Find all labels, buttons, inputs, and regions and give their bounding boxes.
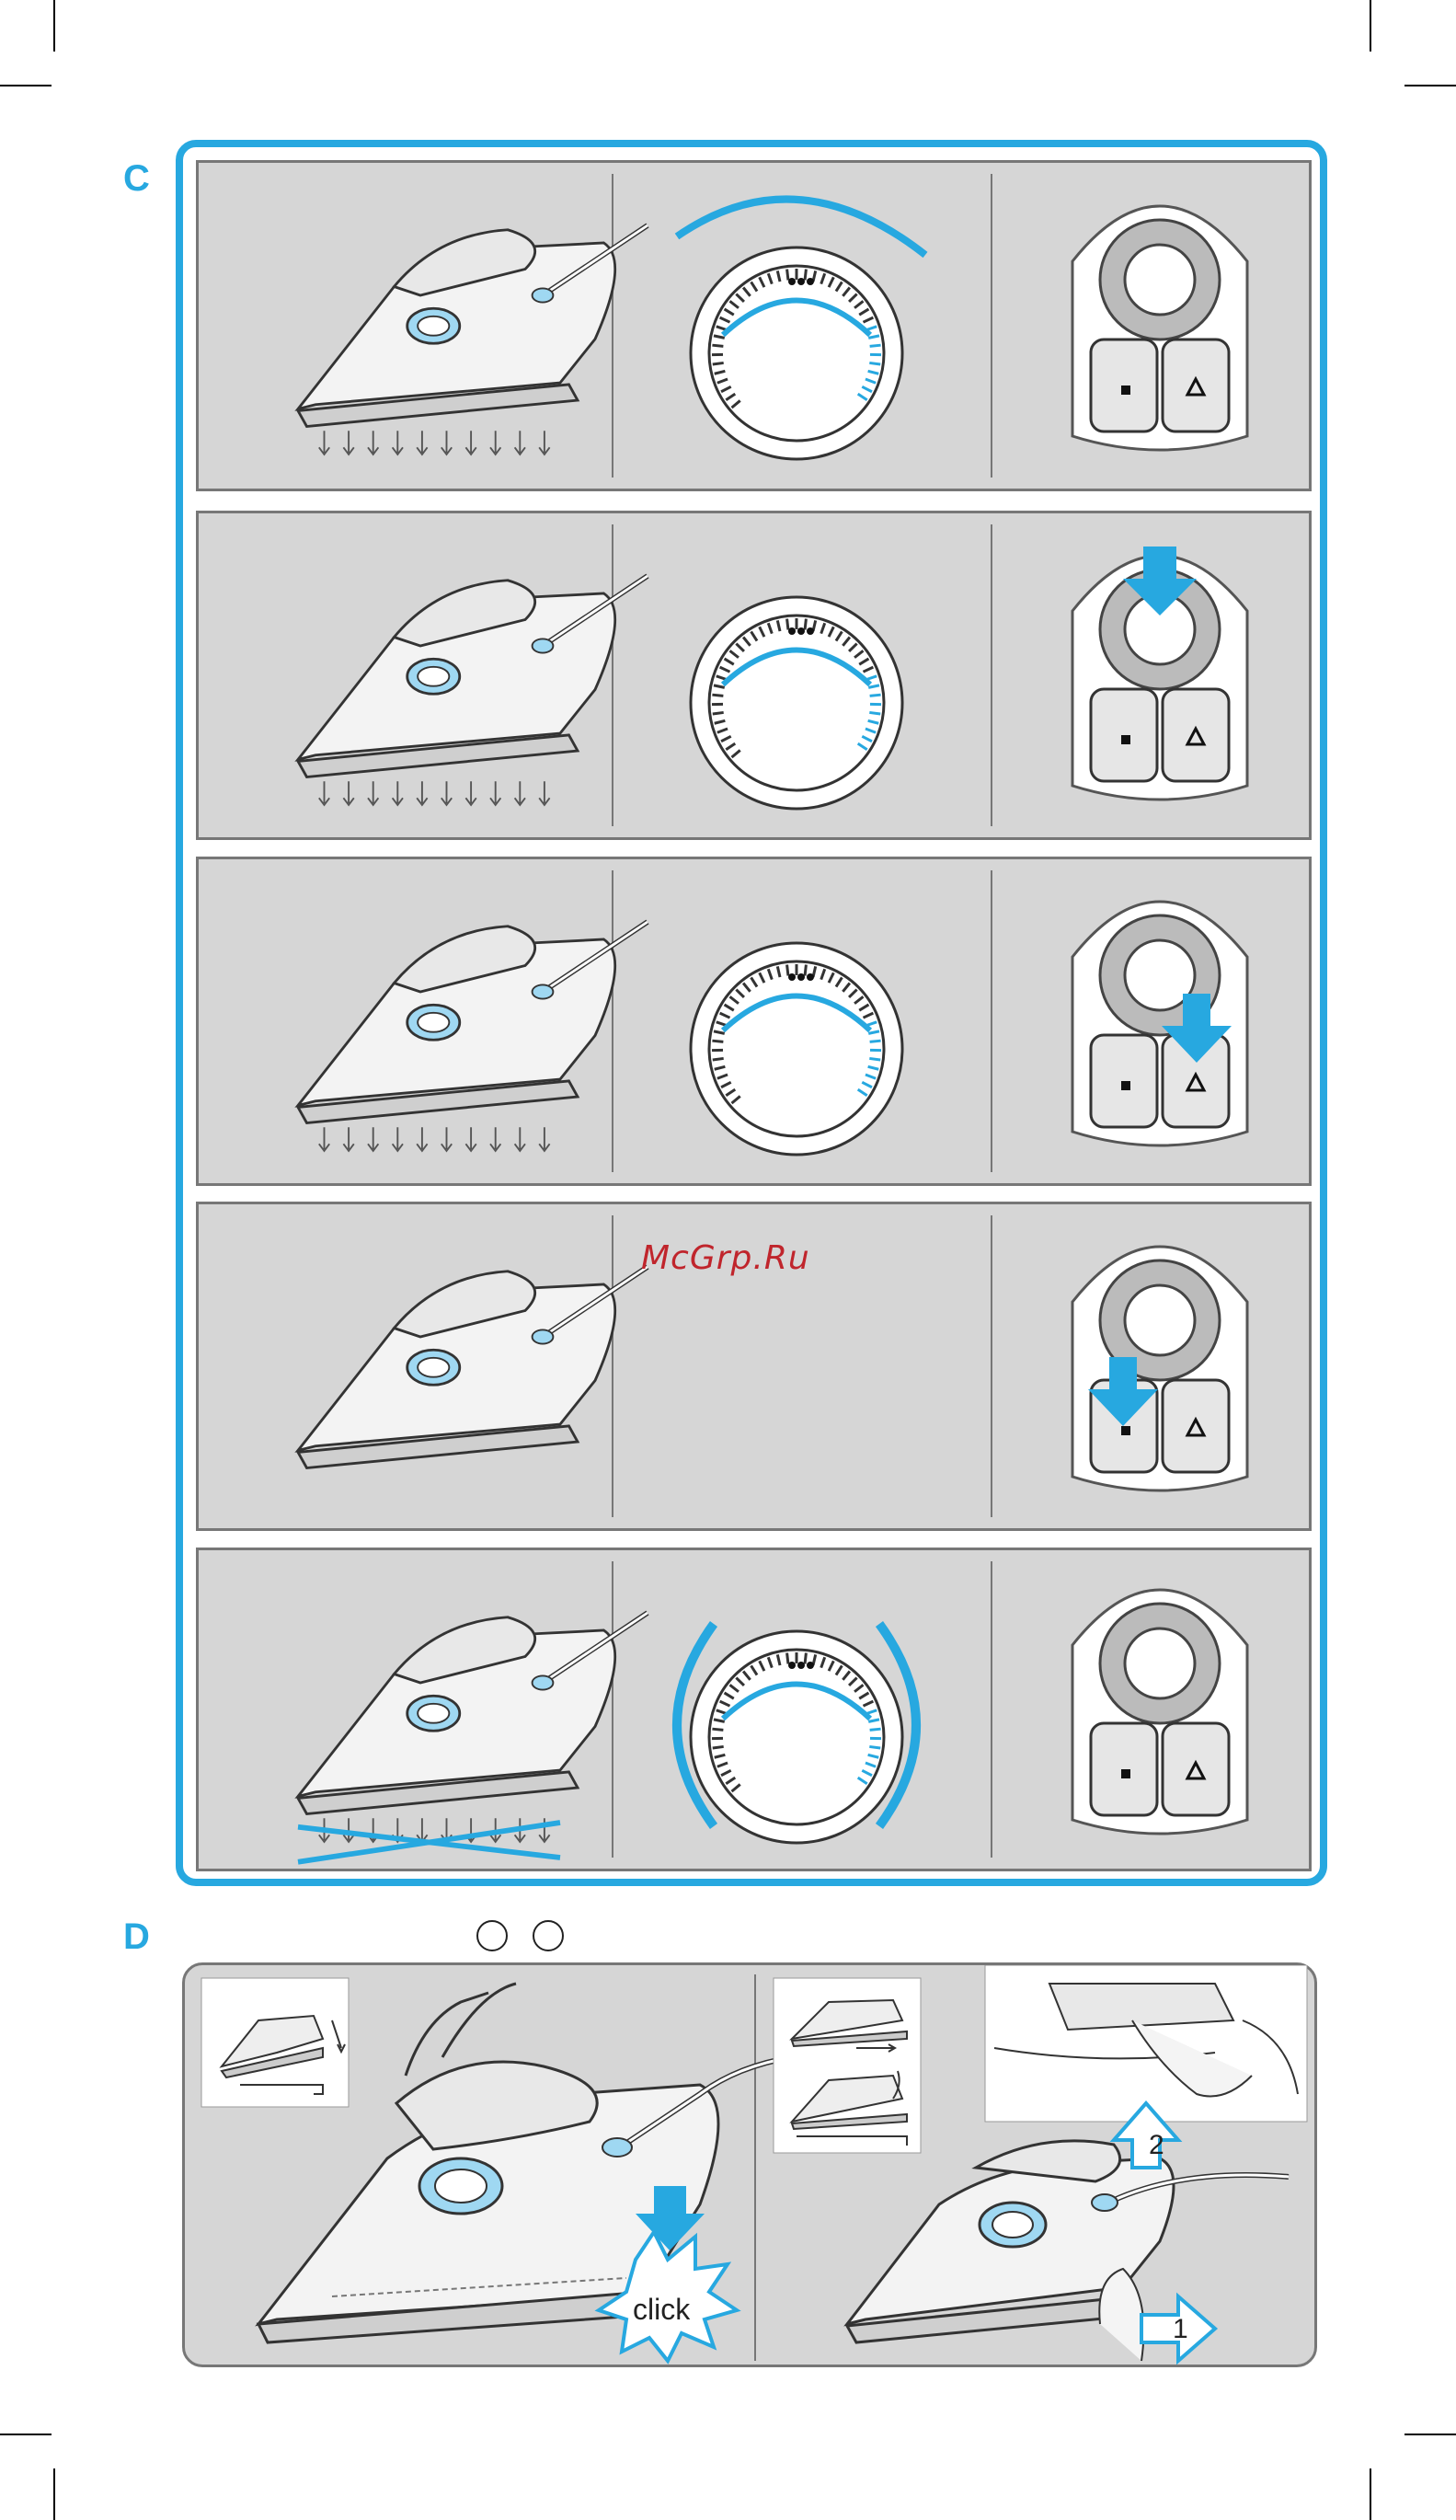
panel-illustration [199,163,1309,489]
iron-icon [298,1267,648,1468]
crop-mark [0,2434,52,2435]
panel-illustration [199,513,1309,837]
iron-icon [847,2141,1289,2361]
watermark-text: McGrp.Ru [641,1239,810,1277]
crop-mark [53,0,55,52]
panel-d-illustration: click [185,1965,1320,2370]
dial-icon [691,597,902,809]
thumbnail-iron-slide-icon [774,1978,921,2153]
panel-illustration [199,859,1309,1183]
thumbnail-cartridge-icon [985,1965,1307,2122]
steam-control-icon [1072,206,1247,450]
step-2-label: 2 [1149,2130,1164,2160]
crop-mark [1404,2434,1456,2435]
dial-icon [691,1631,902,1843]
iron-icon [298,1613,648,1862]
circle-mark-icon [476,1920,508,1951]
step-1-label: 1 [1173,2314,1188,2344]
section-label-c: C [123,158,150,200]
crop-mark [53,2468,55,2520]
steam-control-icon [1072,1247,1247,1490]
steam-control-icon [1072,547,1247,800]
dial-icon [691,247,902,459]
click-label: click [633,2293,691,2326]
panel-c2 [196,511,1312,840]
dial-icon [691,943,902,1155]
section-label-d: D [123,1916,150,1958]
crop-mark [0,85,52,86]
crop-mark [1370,2468,1371,2520]
steam-control-icon [1072,1590,1247,1834]
circle-mark-icon [533,1920,564,1951]
iron-icon [298,576,648,805]
panel-c1 [196,160,1312,491]
panel-c5 [196,1548,1312,1871]
thumbnail-iron-tilt-icon [201,1978,349,2107]
panel-illustration [199,1550,1309,1869]
iron-icon [298,922,648,1151]
crop-mark [1404,85,1456,86]
panel-c3 [196,857,1312,1186]
steam-control-icon [1072,902,1247,1145]
panel-d: click [182,1962,1317,2367]
crop-mark [1370,0,1371,52]
step-arrow-1-icon: 1 [1141,2296,1215,2361]
iron-icon [298,225,648,455]
